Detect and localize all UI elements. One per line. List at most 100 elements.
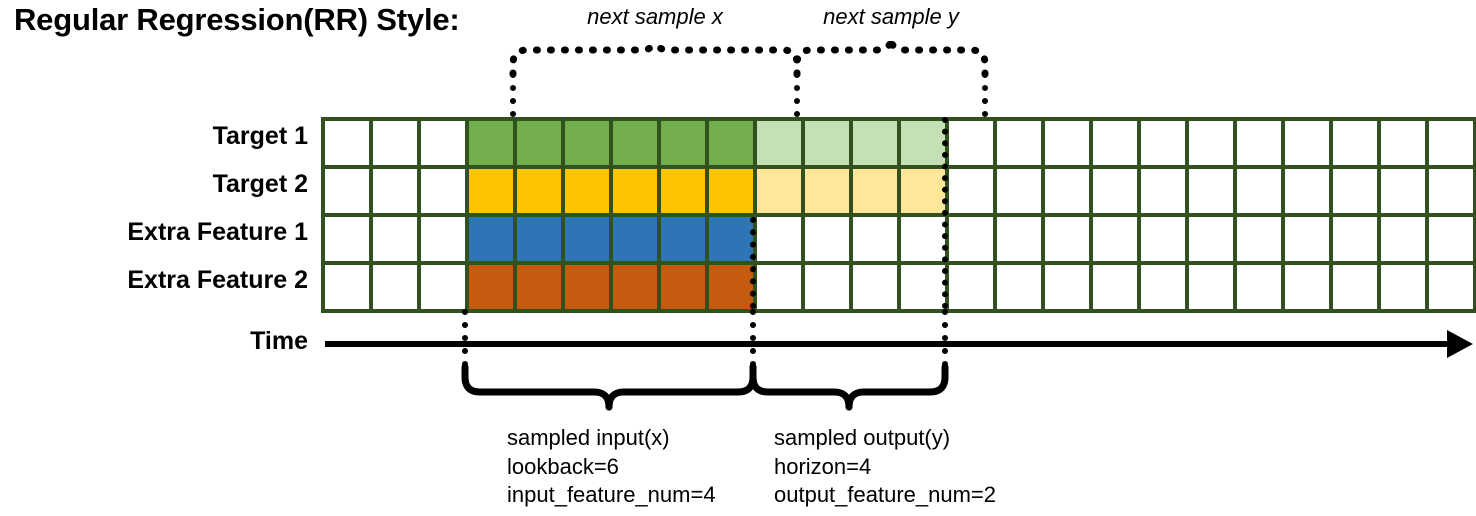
grid-cell-extra-feature-1-0-empty (325, 217, 369, 261)
grid-cell-extra-feature-2-15-empty (1045, 265, 1089, 309)
row-label-extra-feature-1: Extra Feature 1 (127, 218, 308, 246)
grid-cell-target-2-8-input (709, 169, 753, 213)
guide-bottom-input-end (750, 309, 756, 367)
grid-cell-target-2-10-output (805, 169, 849, 213)
grid-cell-extra-feature-1-8-input (709, 217, 753, 261)
row-label-extra-feature-2-wrap: Extra Feature 2 (0, 266, 308, 295)
grid-cell-target-1-9-output (757, 121, 801, 165)
grid-cell-target-1-22-empty (1381, 121, 1425, 165)
bottom-annotation-sampled-output: sampled output(y) horizon=4 output_featu… (774, 424, 996, 510)
row-label-target-2: Target 2 (212, 170, 308, 198)
grid-cell-extra-feature-1-19-empty (1237, 217, 1281, 261)
grid-cell-extra-feature-1-16-empty (1093, 217, 1137, 261)
grid-cell-target-1-13-empty (949, 121, 993, 165)
grid-cell-extra-feature-1-13-empty (949, 217, 993, 261)
grid-cell-extra-feature-2-0-empty (325, 265, 369, 309)
grid-cell-extra-feature-1-22-empty (1381, 217, 1425, 261)
time-axis-line (325, 341, 1453, 347)
sampled-output-line-3: output_feature_num=2 (774, 482, 997, 508)
grid-cell-extra-feature-2-19-empty (1237, 265, 1281, 309)
grid-cell-extra-feature-2-1-empty (373, 265, 417, 309)
time-axis-arrowhead (1447, 330, 1473, 358)
row-label-target-2-wrap: Target 2 (0, 170, 308, 199)
sampled-output-line-2: horizon=4 (774, 453, 872, 479)
guide-bottom-input-start (462, 309, 468, 367)
grid-cell-extra-feature-2-10-empty (805, 265, 849, 309)
grid-cell-target-2-13-empty (949, 169, 993, 213)
guide-top-mid (794, 72, 800, 117)
grid-cell-target-2-12-output (901, 169, 945, 213)
grid-cell-target-2-22-empty (1381, 169, 1425, 213)
grid-cell-target-2-7-input (661, 169, 705, 213)
brace-sampled-input (461, 363, 757, 411)
grid-cell-target-2-6-input (613, 169, 657, 213)
row-label-extra-feature-1-wrap: Extra Feature 1 (0, 218, 308, 247)
grid-cell-target-1-15-empty (1045, 121, 1089, 165)
grid-cell-target-1-19-empty (1237, 121, 1281, 165)
grid-cell-extra-feature-1-14-empty (997, 217, 1041, 261)
grid-cell-target-2-20-empty (1285, 169, 1329, 213)
grid-cell-extra-feature-1-10-empty (805, 217, 849, 261)
brace-next-sample-y (793, 34, 989, 78)
guide-bottom-output-end (942, 309, 948, 367)
grid-row-target-2 (325, 169, 1473, 217)
grid-cell-extra-feature-1-12-empty (901, 217, 945, 261)
grid-cell-target-1-20-empty (1285, 121, 1329, 165)
grid-cell-extra-feature-1-2-empty (421, 217, 465, 261)
grid-cell-target-2-4-input (517, 169, 561, 213)
row-label-target-1-wrap: Target 1 (0, 122, 308, 151)
grid-cell-target-1-6-input (613, 121, 657, 165)
grid-cell-extra-feature-1-11-empty (853, 217, 897, 261)
grid-cell-extra-feature-2-3-input (469, 265, 513, 309)
grid-cell-extra-feature-1-1-empty (373, 217, 417, 261)
grid-cell-extra-feature-1-20-empty (1285, 217, 1329, 261)
grid-cell-extra-feature-1-3-input (469, 217, 513, 261)
bottom-annotation-sampled-input: sampled input(x) lookback=6 input_featur… (507, 424, 716, 510)
brace-next-sample-x (509, 34, 801, 78)
grid-cell-extra-feature-1-9-empty (757, 217, 801, 261)
page-title: Regular Regression(RR) Style: (14, 2, 460, 37)
grid-cell-target-1-0-empty (325, 121, 369, 165)
guide-mid-input-end (750, 217, 756, 309)
grid-cell-extra-feature-2-16-empty (1093, 265, 1137, 309)
grid-cell-target-2-23-empty (1429, 169, 1473, 213)
grid-cell-target-2-2-empty (421, 169, 465, 213)
grid-cell-target-2-5-input (565, 169, 609, 213)
grid-cell-target-2-3-input (469, 169, 513, 213)
grid-cell-extra-feature-2-22-empty (1381, 265, 1425, 309)
time-axis-label: Time (250, 327, 308, 355)
grid-cell-extra-feature-2-7-input (661, 265, 705, 309)
grid-cell-target-1-8-input (709, 121, 753, 165)
row-label-extra-feature-2: Extra Feature 2 (127, 266, 308, 294)
grid-cell-extra-feature-1-21-empty (1333, 217, 1377, 261)
grid-cell-target-2-1-empty (373, 169, 417, 213)
grid-cell-extra-feature-2-4-input (517, 265, 561, 309)
row-label-target-1: Target 1 (212, 122, 308, 150)
grid-cell-target-1-1-empty (373, 121, 417, 165)
grid-cell-target-1-11-output (853, 121, 897, 165)
grid-cell-target-1-17-empty (1141, 121, 1185, 165)
grid-cell-extra-feature-1-5-input (565, 217, 609, 261)
grid-cell-extra-feature-2-9-empty (757, 265, 801, 309)
grid-cell-target-1-2-empty (421, 121, 465, 165)
guide-top-right (982, 72, 988, 117)
grid-cell-extra-feature-2-14-empty (997, 265, 1041, 309)
grid-cell-target-2-9-output (757, 169, 801, 213)
grid-cell-target-1-16-empty (1093, 121, 1137, 165)
grid-cell-extra-feature-1-15-empty (1045, 217, 1089, 261)
grid-cell-target-2-16-empty (1093, 169, 1137, 213)
timeseries-grid (321, 117, 1476, 313)
grid-cell-target-2-18-empty (1189, 169, 1233, 213)
grid-cell-extra-feature-2-21-empty (1333, 265, 1377, 309)
grid-cell-target-2-17-empty (1141, 169, 1185, 213)
grid-cell-target-1-23-empty (1429, 121, 1473, 165)
grid-row-target-1 (325, 121, 1473, 169)
grid-cell-target-2-15-empty (1045, 169, 1089, 213)
grid-cell-extra-feature-2-12-empty (901, 265, 945, 309)
grid-cell-target-2-21-empty (1333, 169, 1377, 213)
grid-cell-target-1-4-input (517, 121, 561, 165)
sampled-input-line-2: lookback=6 (507, 453, 619, 479)
grid-cell-extra-feature-2-13-empty (949, 265, 993, 309)
grid-cell-extra-feature-1-4-input (517, 217, 561, 261)
